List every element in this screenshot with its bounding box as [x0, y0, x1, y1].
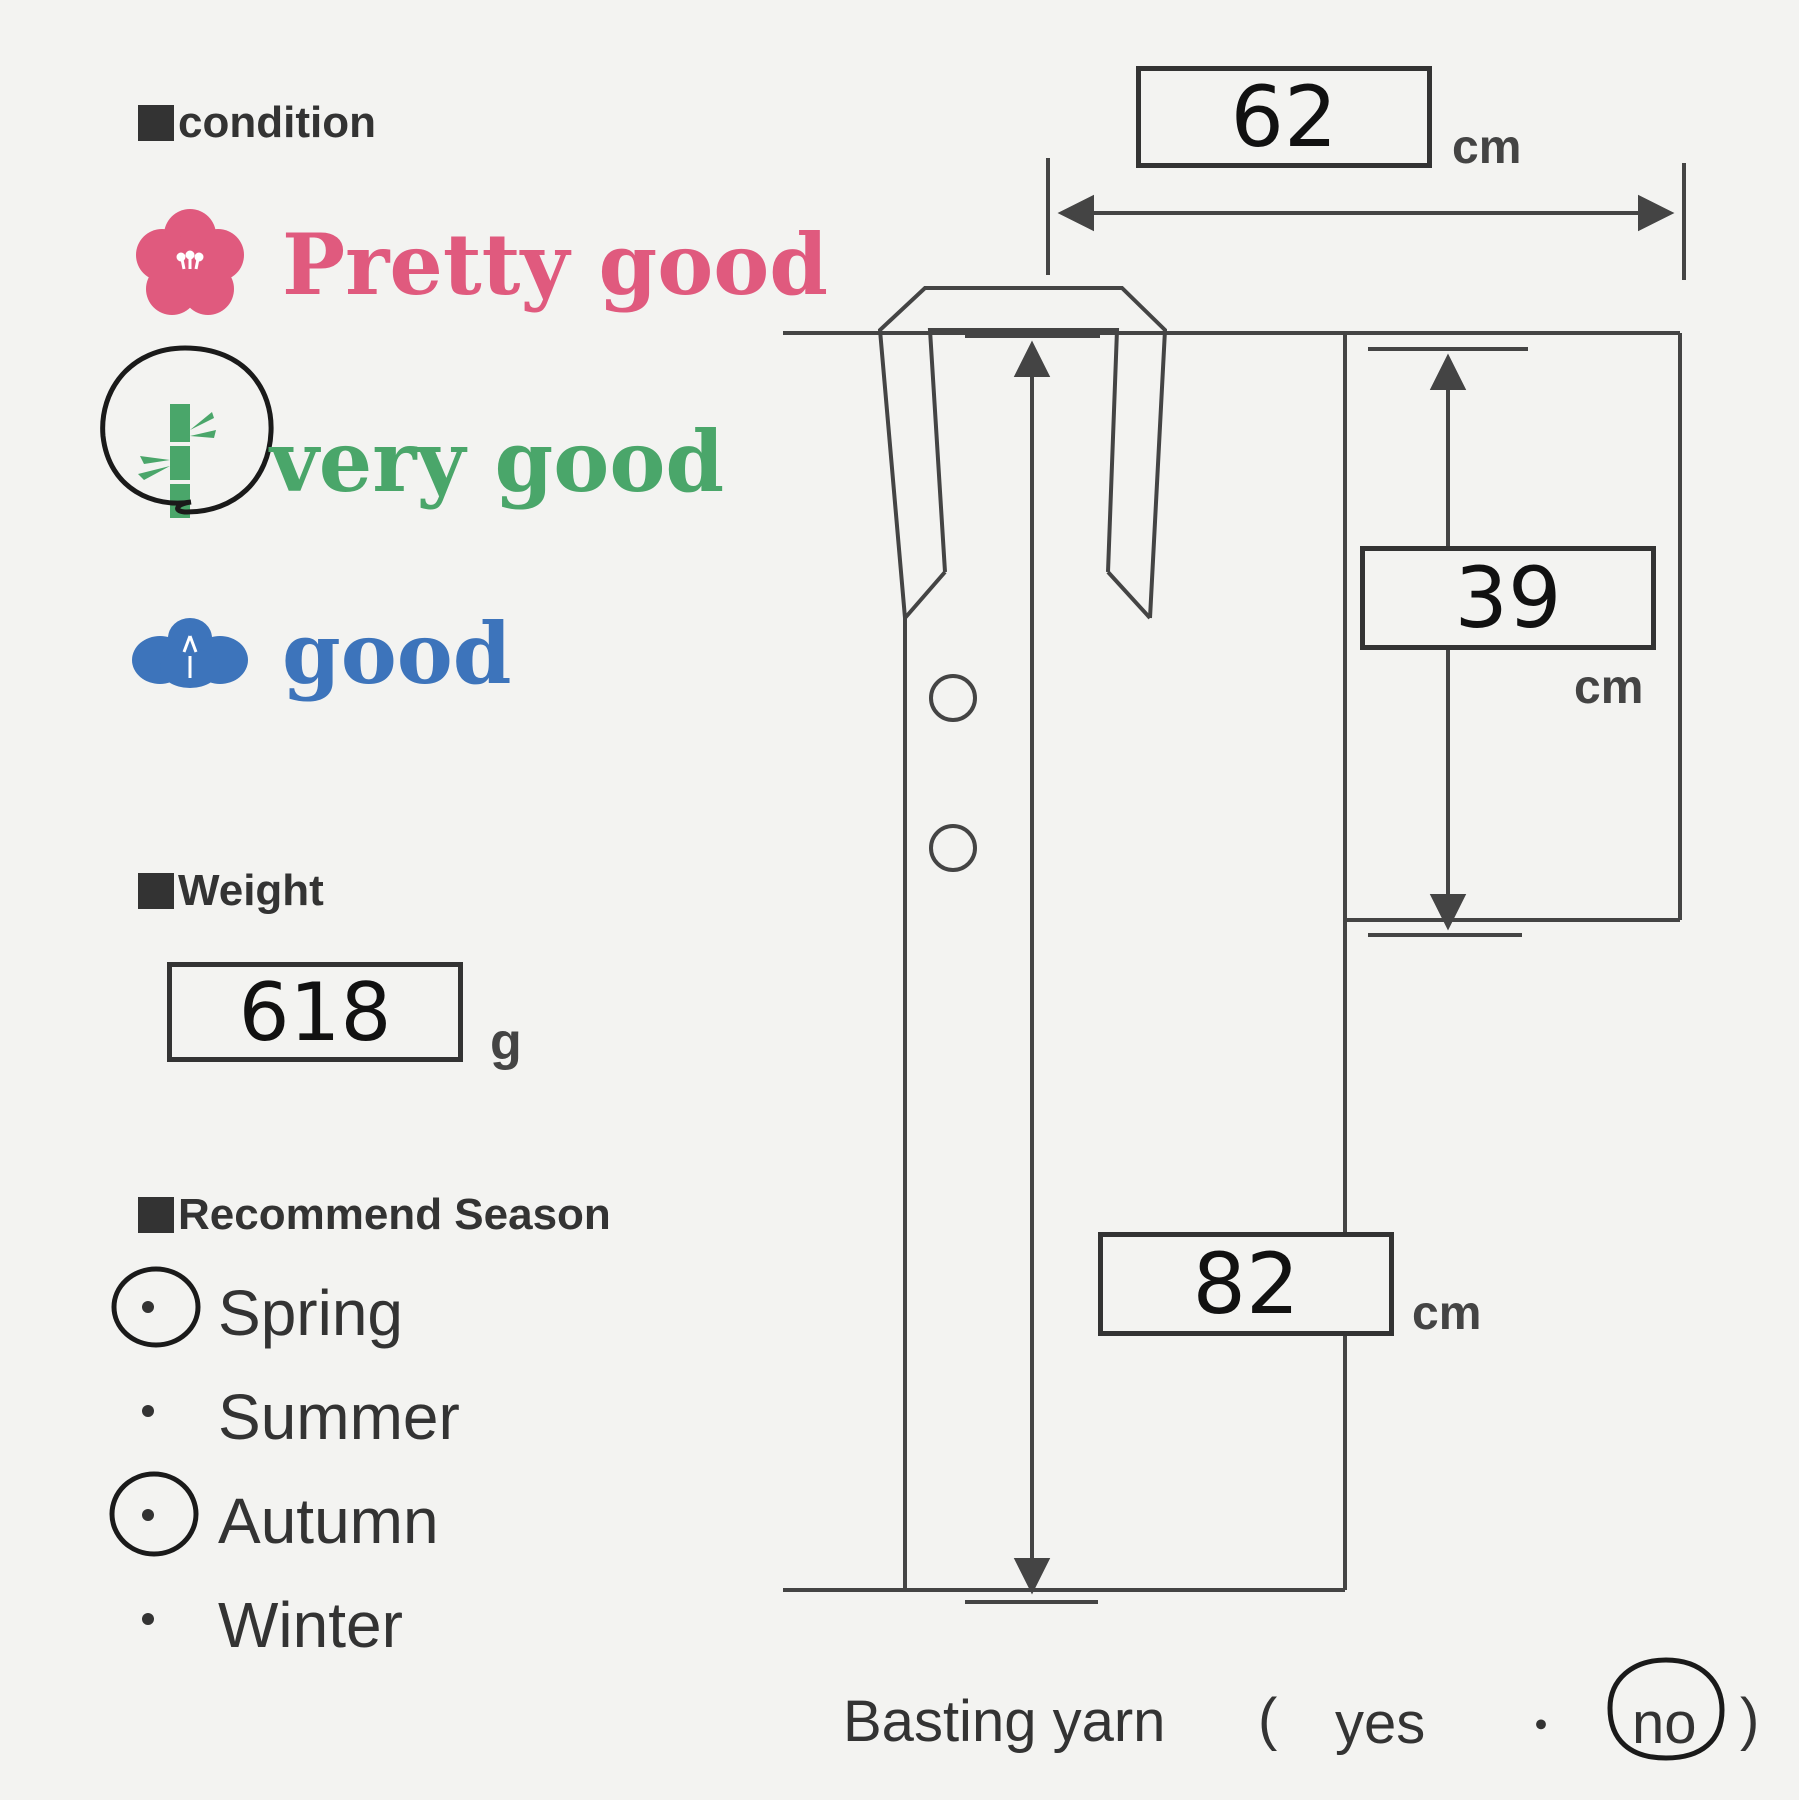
collar-outer	[877, 286, 1168, 619]
basting-open-paren: (	[1258, 1687, 1278, 1752]
spring-dot	[142, 1300, 154, 1318]
basting-no-option[interactable]: no	[1632, 1691, 1697, 1756]
spring-selection-circle	[108, 1262, 204, 1352]
weight-unit: g	[490, 1013, 522, 1071]
yuki-value-field[interactable]: 62	[1136, 66, 1432, 168]
autumn-dot	[142, 1508, 154, 1526]
selection-circle-mark	[95, 340, 275, 520]
square-bullet-icon	[138, 873, 174, 909]
basting-label: Basting yarn	[843, 1689, 1166, 1754]
length-unit: cm	[1412, 1287, 1482, 1340]
season-title: Recommend Season	[138, 1190, 611, 1240]
winter-dot	[142, 1612, 154, 1630]
button-circle	[929, 674, 977, 722]
condition-very-good[interactable]: very good	[270, 412, 725, 511]
condition-pretty-good[interactable]: Pretty good	[282, 215, 829, 314]
basting-separator: ・	[1518, 1700, 1564, 1752]
season-summer[interactable]: Summer	[218, 1381, 460, 1453]
basting-close-paren: )	[1740, 1687, 1760, 1752]
season-winter[interactable]: Winter	[218, 1589, 403, 1661]
square-bullet-icon	[138, 1197, 174, 1233]
season-spring[interactable]: Spring	[218, 1277, 403, 1349]
summer-dot	[142, 1404, 154, 1422]
season-autumn[interactable]: Autumn	[218, 1485, 439, 1557]
condition-title: condition	[138, 98, 376, 148]
basting-yes-option[interactable]: yes	[1335, 1691, 1426, 1756]
bamboo-icon	[130, 400, 220, 520]
button-circle	[929, 824, 977, 872]
length-value-field[interactable]: 82	[1098, 1232, 1394, 1336]
yuki-unit: cm	[1452, 121, 1522, 174]
weight-title: Weight	[138, 866, 324, 916]
sleeve-value-field[interactable]: 39	[1360, 546, 1656, 650]
collar-inner	[927, 328, 1120, 573]
autumn-selection-circle	[106, 1468, 202, 1560]
condition-good[interactable]: good	[282, 604, 512, 703]
basting-no-selection-circle	[1602, 1654, 1730, 1764]
sleeve-unit: cm	[1574, 661, 1644, 714]
plum-blossom-icon	[130, 205, 250, 325]
weight-value-field[interactable]: 618	[167, 962, 463, 1062]
square-bullet-icon	[138, 105, 174, 141]
pine-icon	[130, 612, 250, 692]
